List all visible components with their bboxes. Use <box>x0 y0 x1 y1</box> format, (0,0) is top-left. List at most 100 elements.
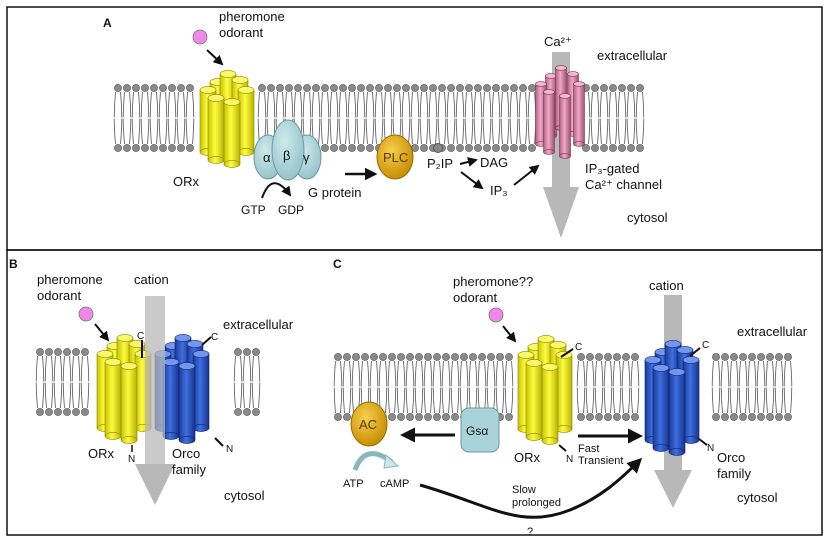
lipid <box>113 84 123 152</box>
panel-a-extracellular-label: extracellular <box>597 48 668 63</box>
panel-c-orco-n-label: N <box>707 443 714 454</box>
lipid <box>131 84 141 152</box>
helix-cylinder <box>104 358 122 440</box>
lipid <box>491 84 501 152</box>
panel-c-ligand-line1: pheromone?? <box>453 274 533 289</box>
lipid <box>356 84 366 152</box>
lipid <box>711 353 721 421</box>
fast-label-line2: Transient <box>578 455 623 467</box>
g-protein: α β γ <box>253 119 322 181</box>
lipid <box>140 84 150 152</box>
lipid <box>500 84 510 152</box>
lipid <box>329 84 339 152</box>
helix-cylinder <box>559 93 571 159</box>
n-terminus-pointer <box>214 437 224 447</box>
ligand-icon <box>192 29 208 45</box>
p2ip-to-ip3-arrow <box>460 171 484 190</box>
orx-receptor-a <box>199 70 255 168</box>
panel-c-orx-n-label: N <box>566 454 573 465</box>
helix-cylinder <box>668 368 686 456</box>
lipid <box>720 353 730 421</box>
ip3-to-channel-arrow <box>513 164 540 186</box>
panel-a-ligand-line1: pheromone <box>219 9 285 24</box>
plc-enzyme <box>376 134 414 180</box>
panel-b-cation-label: cation <box>134 272 169 287</box>
lipid <box>612 353 622 421</box>
panel-b-ligand-line1: pheromone <box>37 272 103 287</box>
lipid <box>774 353 784 421</box>
helix-cylinder <box>120 362 138 444</box>
lipid <box>387 353 397 421</box>
panel-c-cytosol-label: cytosol <box>737 490 778 505</box>
lipid <box>251 348 261 416</box>
atp-camp-arrowhead <box>383 453 400 469</box>
lipid <box>396 353 406 421</box>
lipid <box>122 84 132 152</box>
lipid <box>167 84 177 152</box>
lipid <box>158 84 168 152</box>
lipid <box>176 84 186 152</box>
n-terminus-pointer <box>558 444 567 452</box>
c-terminus-pointer <box>689 347 701 357</box>
lipid <box>594 353 604 421</box>
helix-cylinder <box>237 86 255 156</box>
panel-b-label: B <box>9 257 18 271</box>
panel-a-label: A <box>103 16 112 30</box>
panel-b-cytosol-label: cytosol <box>224 488 265 503</box>
binding-arrow <box>206 49 224 66</box>
helix-cylinder <box>541 363 559 445</box>
panel-b-orco-line2: family <box>172 462 206 477</box>
lipid <box>464 84 474 152</box>
lipid <box>518 84 528 152</box>
lipid <box>71 348 81 416</box>
slow-prolonged-arrow <box>419 457 643 519</box>
unknown-mechanism-label: ? <box>527 526 533 538</box>
fast-label-line1: Fast <box>578 443 599 455</box>
lipid <box>185 84 195 152</box>
lipid <box>342 353 352 421</box>
lipid <box>365 84 375 152</box>
slow-label-line1: Slow <box>512 484 536 496</box>
lipid <box>338 84 348 152</box>
calcium-ion-label: Ca²⁺ <box>544 34 572 49</box>
gdp-label: GDP <box>278 203 304 217</box>
helix-cylinder <box>543 89 555 155</box>
panel-c-orx-c-label: C <box>575 342 582 353</box>
lipid <box>504 353 514 421</box>
helix-cylinder <box>162 358 180 440</box>
ligand-icon <box>78 306 94 322</box>
ip3-label: IP₃ <box>490 183 508 198</box>
lipid <box>455 84 465 152</box>
lipid <box>635 84 645 152</box>
gs-label: Gsα <box>466 424 488 438</box>
panel-a-cytosol-label: cytosol <box>627 210 668 225</box>
panel-b-receptor-label: ORx <box>88 446 115 461</box>
lipid <box>599 84 609 152</box>
helix-cylinder <box>192 350 210 432</box>
lipid <box>432 353 442 421</box>
gtp-label: GTP <box>241 203 266 217</box>
helix-cylinder <box>652 364 670 452</box>
panel-a-receptor-label: ORx <box>173 174 200 189</box>
ac-label: AC <box>359 417 377 432</box>
helix-cylinder <box>682 356 700 444</box>
lipid <box>410 84 420 152</box>
lipid <box>423 353 433 421</box>
dag-label: DAG <box>480 155 508 170</box>
p2ip-label: P₂IP <box>427 156 453 171</box>
binding-arrow <box>502 325 517 343</box>
lipid <box>149 84 159 152</box>
lipid <box>44 348 54 416</box>
lipid <box>446 84 456 152</box>
lipid <box>414 353 424 421</box>
panel-b-orco-n-label: N <box>226 444 233 455</box>
lipid <box>576 353 586 421</box>
slow-label-line2: prolonged <box>512 497 561 509</box>
lipid <box>608 84 618 152</box>
lipid <box>585 353 595 421</box>
membrane-c <box>333 353 793 421</box>
lipid <box>419 84 429 152</box>
lipid <box>626 84 636 152</box>
lipid <box>333 353 343 421</box>
panel-c-ligand-line2: odorant <box>453 290 497 305</box>
